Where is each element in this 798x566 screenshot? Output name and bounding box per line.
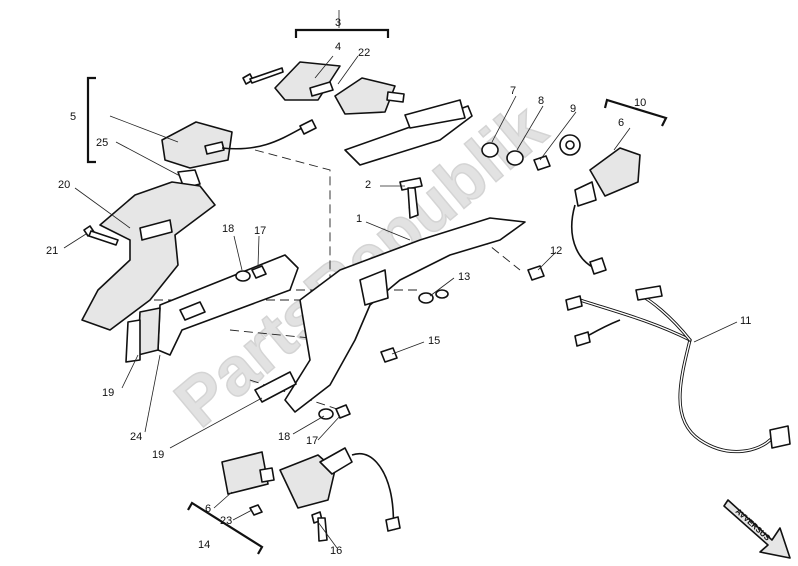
callout-c10: 10: [634, 97, 646, 109]
callout-c19b: 19: [152, 449, 164, 461]
callout-c6a: 6: [618, 117, 624, 129]
direction-stamp: AVVERSUS: [734, 507, 773, 543]
screw-part-4: [242, 67, 284, 85]
group-bracket-3: [294, 28, 390, 38]
callout-c22: 22: [358, 47, 370, 59]
callout-c6b: 6: [205, 503, 211, 515]
bolt-part-2: [399, 177, 423, 219]
washer-part-8: [506, 150, 524, 166]
turn-signal-part-14: [221, 447, 401, 532]
callout-c25: 25: [96, 137, 108, 149]
callout-c18a: 18: [222, 223, 234, 235]
callout-c19a: 19: [102, 387, 114, 399]
callout-c13: 13: [458, 271, 470, 283]
rear-light-parts-3: [274, 61, 405, 115]
direction-arrow-icon: AVVERSUS: [723, 499, 791, 559]
callout-c1: 1: [356, 213, 362, 225]
number-plate-holder-20: [81, 181, 216, 331]
callout-c12: 12: [550, 245, 562, 257]
callout-c17a: 17: [254, 225, 266, 237]
callout-c14: 14: [198, 539, 210, 551]
plate-bracket-24: [157, 254, 299, 356]
callout-c17b: 17: [306, 435, 318, 447]
leader-lines: [63, 10, 738, 549]
callout-c15: 15: [428, 335, 440, 347]
callout-c20: 20: [58, 179, 70, 191]
group-bracket-5: [86, 76, 96, 164]
callout-c3: 3: [335, 17, 341, 29]
callout-c18b: 18: [278, 431, 290, 443]
screw-part-23: [249, 504, 263, 516]
spacer-part-7: [481, 142, 499, 158]
callout-c7: 7: [510, 85, 516, 97]
callout-c4: 4: [335, 41, 341, 53]
tail-frame-part-1: [284, 217, 526, 413]
upper-mount-arm: [344, 99, 473, 166]
callout-c11: 11: [740, 315, 751, 327]
reflector-part-19: [125, 307, 161, 363]
nut-part-15: [380, 347, 398, 363]
group-bracket-14: [187, 501, 264, 555]
callout-c2: 2: [365, 179, 371, 191]
number-plate-lamp-5: [161, 119, 317, 169]
callout-c21: 21: [46, 245, 58, 257]
screw-part-21: [83, 225, 119, 246]
washer-nut-18-17-upper: [235, 265, 267, 282]
nut-part-12: [527, 265, 545, 281]
reflector-lower-19: [254, 371, 297, 403]
gear-settings-icon: [559, 134, 581, 156]
callout-c16: 16: [330, 545, 342, 557]
callout-c8: 8: [538, 95, 544, 107]
washer-nut-18-17-lower: [318, 404, 351, 420]
callout-c24: 24: [130, 431, 142, 443]
group-bracket-10: [603, 98, 668, 127]
washer-part-13: [418, 289, 449, 304]
callout-c5: 5: [70, 111, 76, 123]
turn-signal-part-10: [571, 147, 641, 275]
callout-c23: 23: [220, 515, 232, 527]
wiring-harness-part-11: [565, 285, 791, 454]
screw-part-16: [311, 511, 328, 542]
callout-c9: 9: [570, 103, 576, 115]
